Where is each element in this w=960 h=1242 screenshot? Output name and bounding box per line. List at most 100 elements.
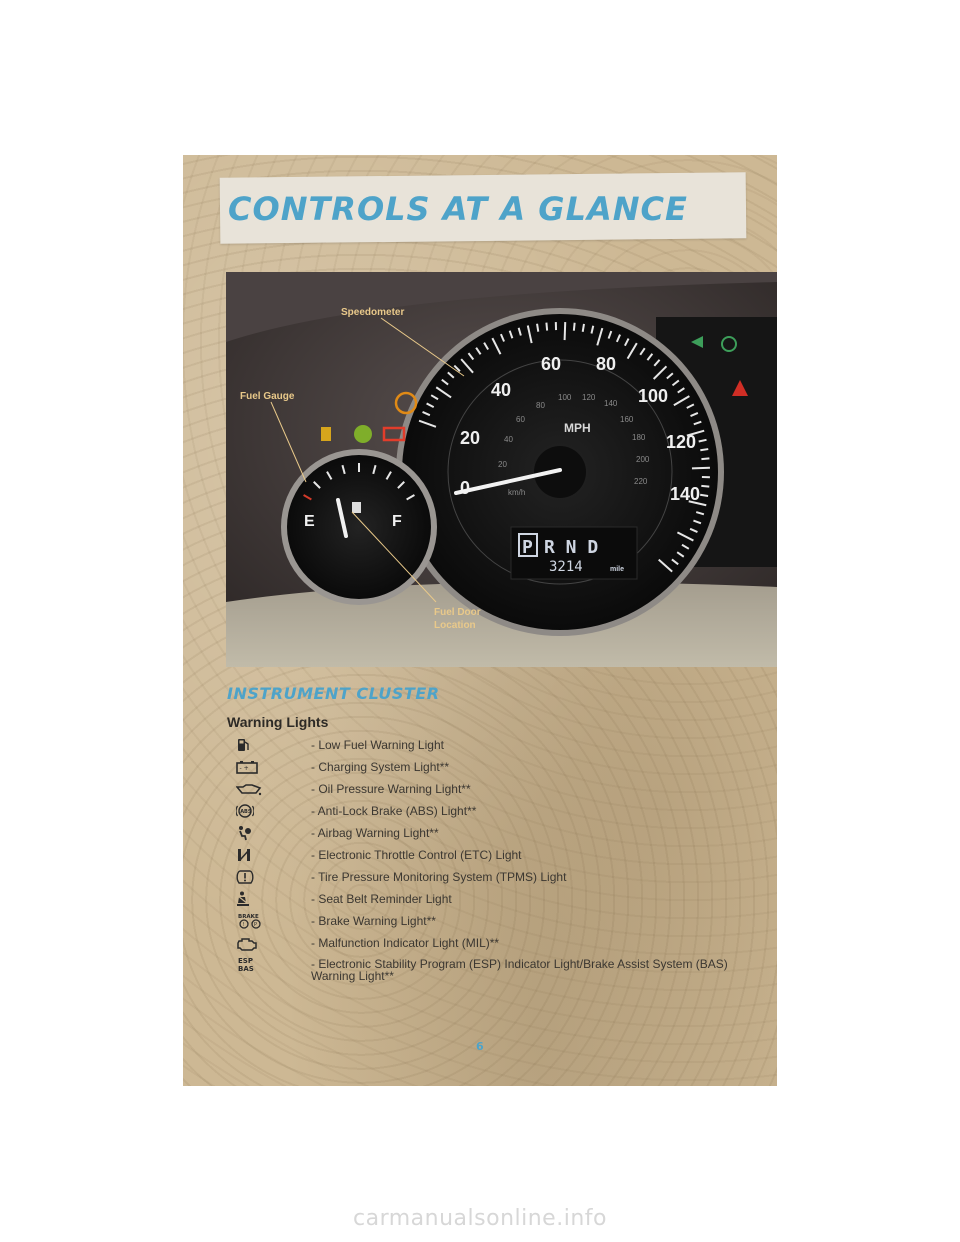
speedo-tick [686,429,705,437]
speedo-tick [536,323,540,332]
kmh-100: 100 [558,393,572,402]
speedo-tick [701,457,710,461]
airbag-icon [236,824,264,842]
speedo-tick [700,448,709,452]
speedo-tick [483,342,490,351]
speedo-tick [693,420,702,426]
speedo-tick [652,365,668,380]
speedo-tick [681,543,690,550]
speedo-tick [447,371,455,379]
fuel-tick [341,464,346,475]
speedo-tick [508,330,514,339]
page-title: CONTROLS AT A GLANCE [228,190,688,228]
tpms-icon [236,868,264,886]
speedo-tick [671,558,679,566]
speedo-tick [658,558,673,573]
speedo-tick [653,359,661,367]
kmh-160: 160 [620,415,634,424]
watermark: carmanualsonline.info [353,1206,607,1231]
kmh-140: 140 [604,399,618,408]
kmh-220: 220 [634,477,648,486]
fuel-empty-label: E [304,513,315,530]
speedo-tick [475,347,482,355]
list-item: - Seat Belt Reminder Light [236,890,756,912]
kmh-40: 40 [504,435,513,444]
list-item: - Malfunction Indicator Light (MIL)** [236,934,756,956]
list-item-label: - Electronic Throttle Control (ETC) Ligh… [311,848,522,862]
gear-rnd: R N D [544,537,598,558]
mph-120: 120 [666,432,696,452]
list-item: - Tire Pressure Monitoring System (TPMS)… [236,868,756,890]
speedo-tick [467,352,475,361]
fuel-tick [385,471,392,480]
speedo-tick [693,519,702,525]
fuel-gauge-callout: Fuel Gauge [240,391,295,402]
section-subhead: Warning Lights [227,714,329,730]
oil-can-icon [236,780,264,798]
list-item-label: - Tire Pressure Monitoring System (TPMS)… [311,870,567,884]
brake-icon: BRAKE!P [236,912,264,930]
mph-0: 0 [460,478,470,498]
speedo-tick [517,327,522,336]
speedo-tick [435,386,452,399]
fuel-tick [303,494,312,501]
kmh-180: 180 [632,433,646,442]
speedo-tick [700,493,709,497]
mph-140: 140 [670,484,700,504]
svg-text:- +: - + [240,765,249,772]
speedo-tick [626,342,638,360]
list-item-label: - Oil Pressure Warning Light** [311,782,471,796]
speedo-tick [677,387,685,394]
speedo-tick [441,378,449,386]
warning-lights-list: - Low Fuel Warning Light - + - Charging … [236,736,756,992]
speedo-tick [430,394,439,401]
list-item-label: - Airbag Warning Light** [311,826,439,840]
speedo-tick [676,551,685,558]
fuel-door-callout-line1: Fuel Door [434,607,481,618]
speedo-tick [491,337,502,355]
svg-text:ESP: ESP [238,957,253,965]
speedo-tick [526,325,533,344]
abs-icon: ABS [236,802,264,820]
instrument-cluster-photo: 0 20 40 60 80 100 120 140 20 40 60 80 10… [226,272,777,667]
speedo-tick [418,419,437,428]
list-item: - Airbag Warning Light** [236,824,756,846]
speedo-tick [422,411,431,417]
svg-text:BRAKE: BRAKE [238,914,259,920]
speedo-tick [690,411,699,417]
speedometer-callout: Speedometer [341,307,404,318]
list-item-label: - Anti-Lock Brake (ABS) Light** [311,804,477,818]
speedo-tick [688,500,707,507]
speedo-tick [572,322,576,331]
speedo-tick [671,379,680,387]
fuel-tick [397,481,405,489]
speedo-tick [615,334,621,343]
fuel-full-label: F [392,513,402,530]
speedo-tick [426,402,435,408]
list-item: ABS - Anti-Lock Brake (ABS) Light** [236,802,756,824]
mph-80: 80 [596,354,616,374]
etc-icon [236,846,264,864]
kmh-60: 60 [516,415,525,424]
speedo-tick [673,395,690,407]
odometer-unit: mile [610,566,624,573]
list-item: - Electronic Throttle Control (ETC) Ligh… [236,846,756,868]
fuel-tick [406,494,415,501]
kmh-80: 80 [536,401,545,410]
battery-icon: - + [236,758,264,776]
engine-icon [236,934,264,952]
kmh-20: 20 [498,460,507,469]
speedo-tick [499,333,505,342]
fuel-tick [313,481,321,489]
list-item-label: - Seat Belt Reminder Light [311,892,452,906]
speedo-tick [545,322,549,331]
list-item-label: - Brake Warning Light** [311,914,436,928]
speedo-tick [453,364,461,372]
svg-text:ABS: ABS [240,809,252,815]
list-item-label: - Low Fuel Warning Light [311,738,444,752]
speedo-tick [686,403,695,409]
speedo-tick [698,438,707,443]
speedo-tick [695,511,705,516]
